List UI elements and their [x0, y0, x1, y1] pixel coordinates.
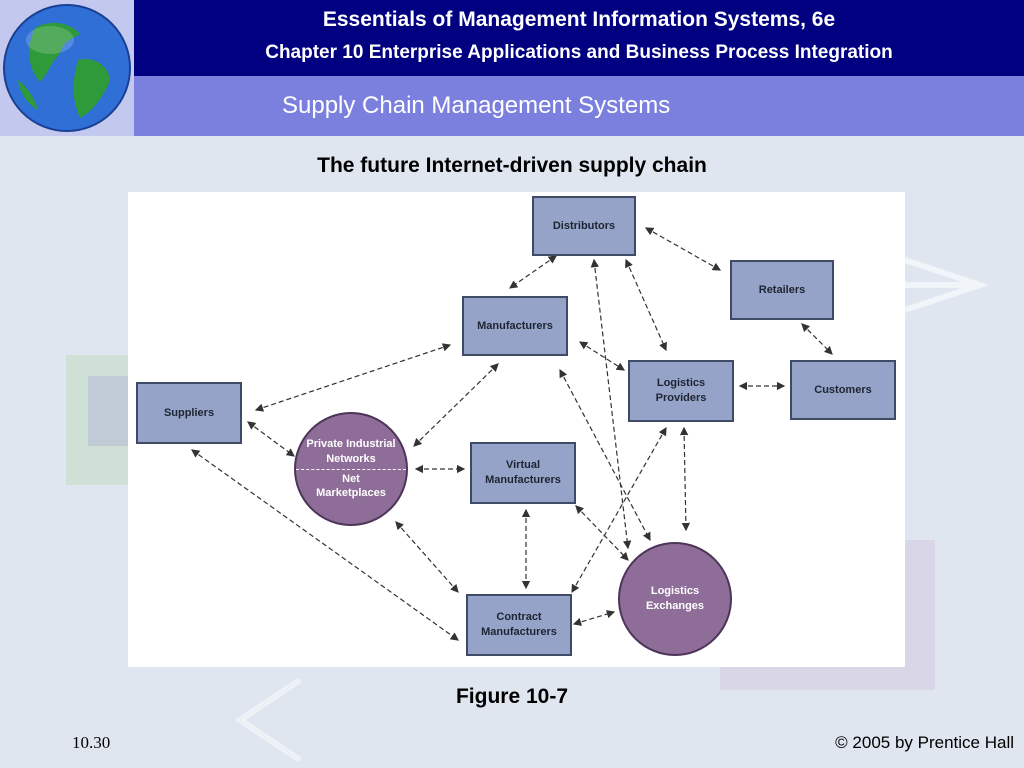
globe-icon [3, 4, 131, 132]
edge-private-networks-manufacturers [413, 363, 499, 447]
book-title: Essentials of Management Information Sys… [322, 8, 836, 31]
suppliers-node: Suppliers [136, 382, 242, 444]
copyright-notice: © 2005 by Prentice Hall [835, 733, 1014, 752]
net-marketplaces-label: Net Marketplaces [316, 472, 386, 500]
customers-node: Customers [790, 360, 896, 420]
edge-manufacturers-logistics-providers [578, 341, 626, 371]
logo [0, 0, 134, 136]
manufacturers-node: Manufacturers [462, 296, 568, 356]
slide-number: 10.30 [72, 733, 111, 752]
edge-suppliers-private-networks [247, 421, 295, 457]
private-networks-label: Private Industrial Networks [306, 437, 396, 465]
virtual-manufacturers-node: Virtual Manufacturers [470, 442, 576, 504]
circle-divider [296, 468, 406, 470]
retailers-node: Retailers [730, 260, 834, 320]
supply-chain-diagram: Distributors Retailers Manufacturers Log… [128, 192, 905, 667]
logistics-providers-node: Logistics Providers [628, 360, 734, 422]
edge-logistics-providers-logistics-exchanges [679, 426, 691, 532]
slide-title: Supply Chain Management Systems [282, 92, 671, 119]
logistics-exchanges-node: Logistics Exchanges [618, 542, 732, 656]
edge-private-networks-contract-manufacturers [395, 521, 459, 593]
chapter-title: Chapter 10 Enterprise Applications and B… [265, 42, 893, 63]
private-networks-node: Private Industrial Networks Net Marketpl… [294, 412, 408, 526]
distributors-node: Distributors [532, 196, 636, 256]
edge-distributors-logistics-providers [625, 258, 667, 352]
connector-layer [191, 227, 833, 641]
header-bar [0, 0, 1024, 76]
edge-contract-manufacturers-logistics-exchanges [572, 610, 616, 626]
edge-retailers-customers [801, 323, 833, 355]
edge-distributors-logistics-exchanges [590, 258, 632, 550]
edge-suppliers-manufacturers [254, 343, 452, 412]
edge-distributors-retailers [644, 227, 722, 271]
title-band [0, 76, 1024, 136]
edge-virtual-manufacturers-logistics-exchanges [575, 505, 629, 561]
figure-label: Figure 10-7 [455, 685, 569, 708]
edge-distributors-manufacturers [509, 255, 557, 289]
contract-manufacturers-node: Contract Manufacturers [466, 594, 572, 656]
edge-suppliers-contract-manufacturers [191, 449, 459, 641]
diagram-caption: The future Internet-driven supply chain [317, 154, 707, 177]
